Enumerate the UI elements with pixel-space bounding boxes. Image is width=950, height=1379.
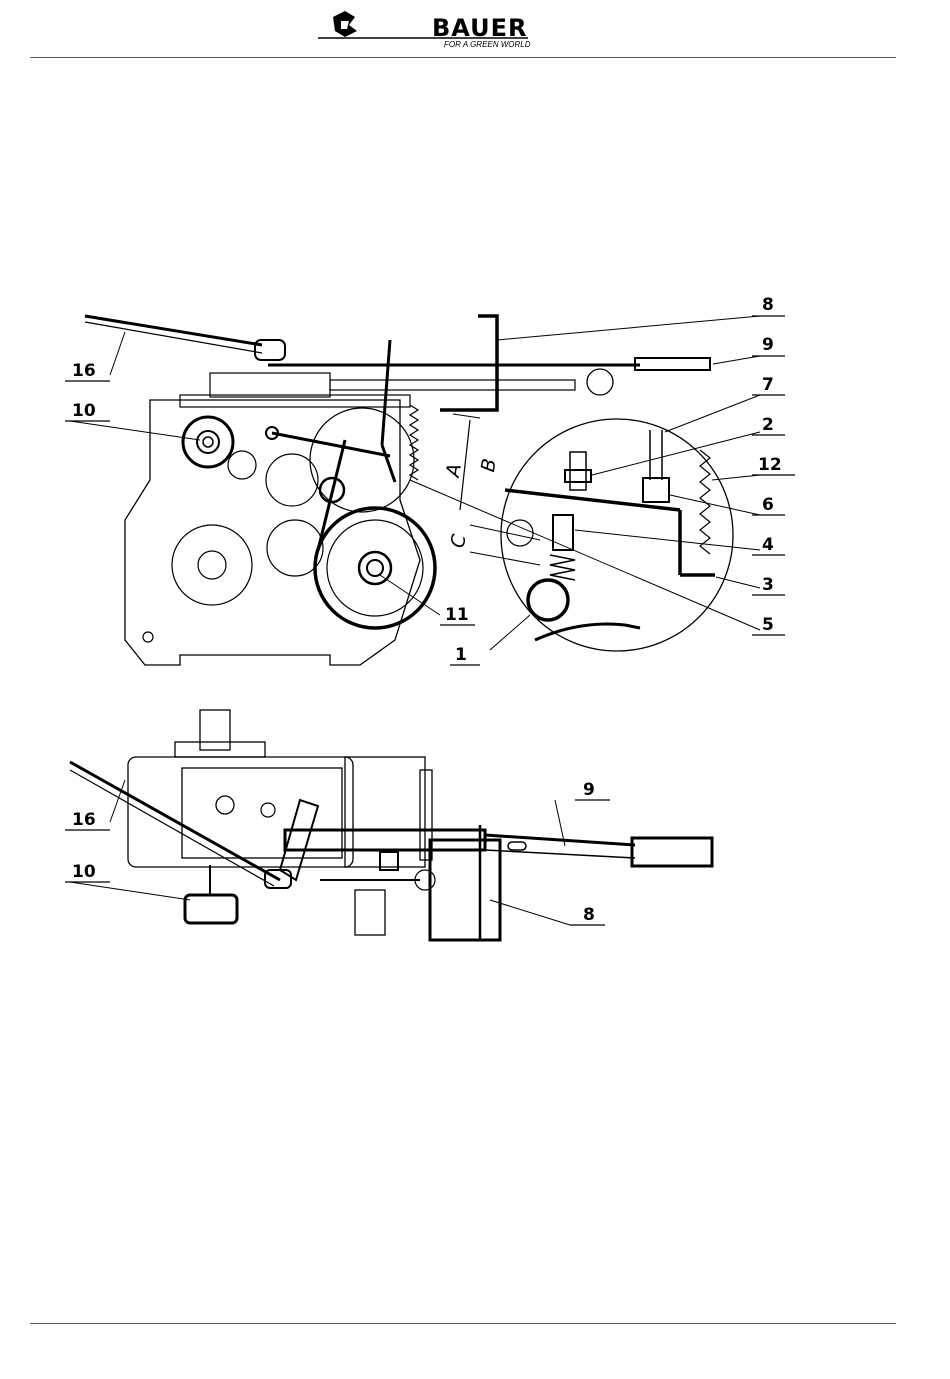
dimension-c: C: [447, 532, 471, 550]
bottom-label-8: 8: [583, 905, 595, 925]
side-view-drawing: [65, 316, 795, 665]
label-5: 5: [762, 615, 774, 635]
label-12: 12: [758, 455, 782, 475]
label-10: 10: [72, 401, 96, 421]
label-3: 3: [762, 575, 774, 595]
label-4: 4: [762, 535, 774, 555]
bottom-label-9: 9: [583, 780, 595, 800]
plan-view-drawing: [65, 710, 712, 940]
bottom-label-16: 16: [72, 810, 96, 830]
footer-rule: [30, 1323, 896, 1324]
label-8: 8: [762, 295, 774, 315]
dimension-a: A: [442, 462, 466, 481]
label-1: 1: [455, 645, 467, 665]
bottom-label-10: 10: [72, 862, 96, 882]
label-7: 7: [762, 375, 774, 395]
label-2: 2: [762, 415, 774, 435]
dimension-b: B: [477, 457, 501, 474]
label-11: 11: [445, 605, 469, 625]
label-16: 16: [72, 361, 96, 381]
label-9: 9: [762, 335, 774, 355]
label-6: 6: [762, 495, 774, 515]
